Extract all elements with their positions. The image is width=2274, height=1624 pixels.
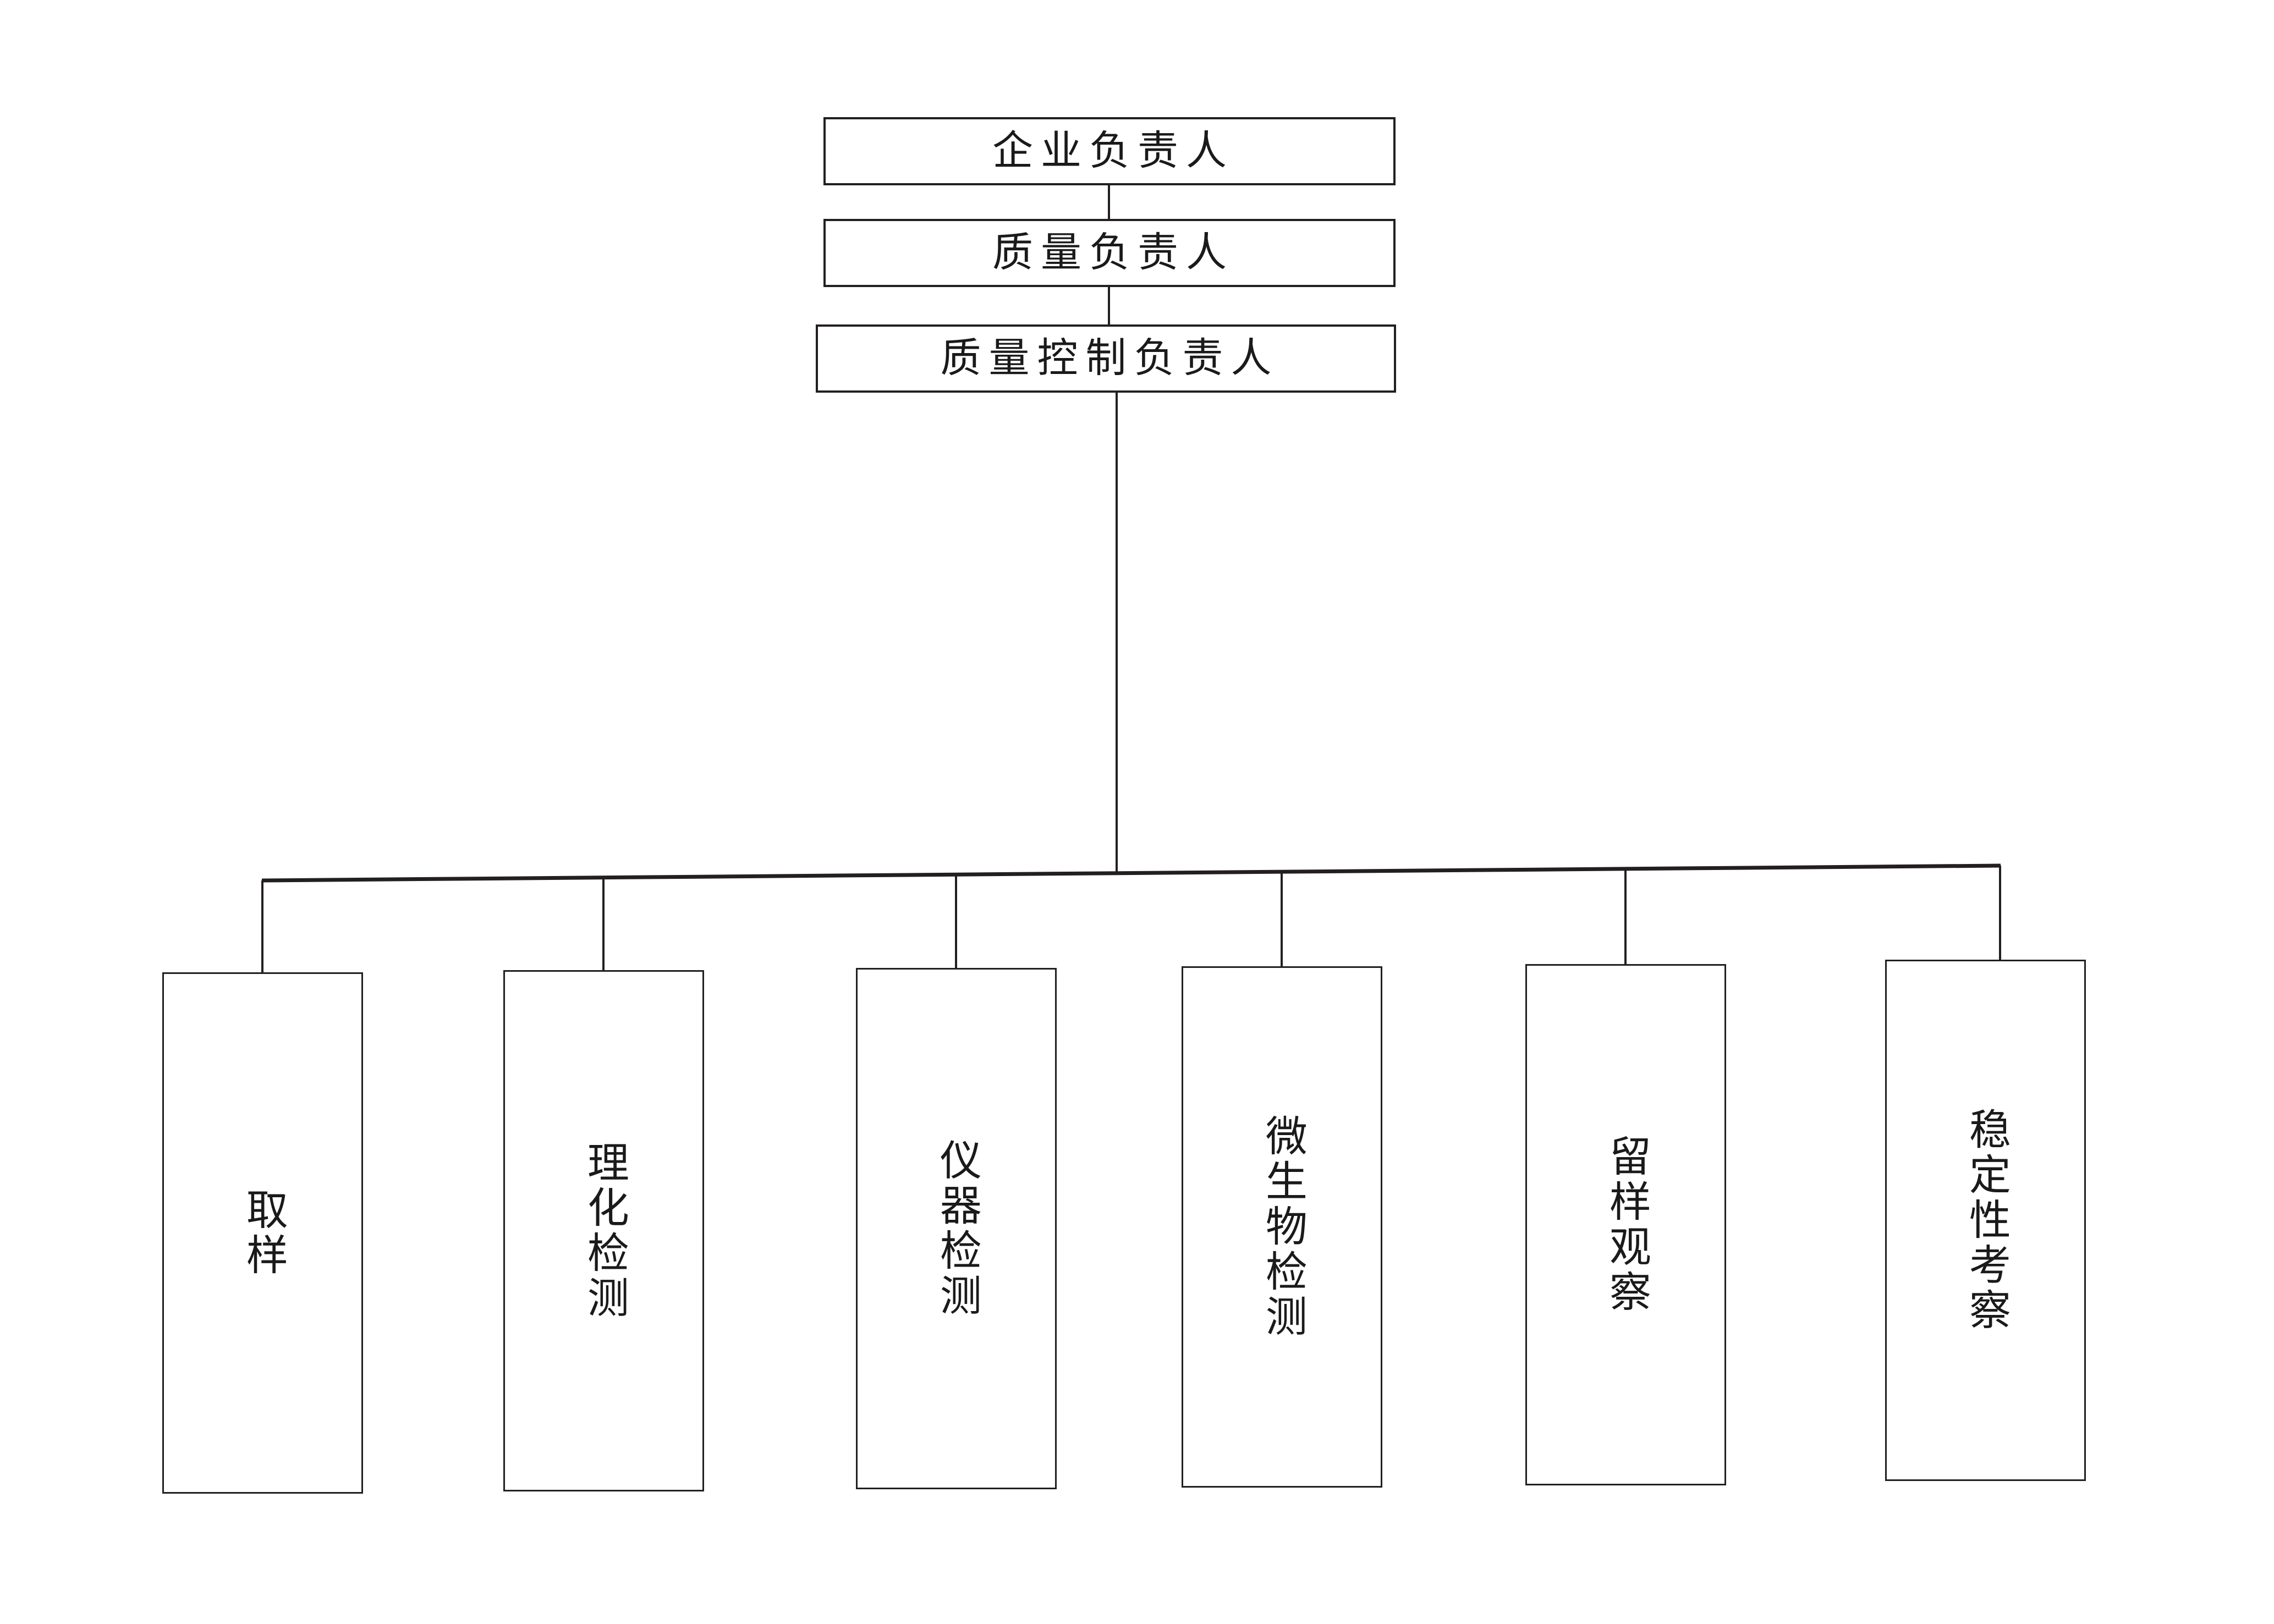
- node-label-retained-sample: 留样观察: [1602, 1135, 1649, 1315]
- node-label-microbio-test: 微生物检测: [1259, 1114, 1305, 1340]
- node-quality-leader[interactable]: 质量负责人: [823, 219, 1396, 287]
- node-label-stability-study: 稳定性考察: [1962, 1108, 2009, 1333]
- node-retained-sample[interactable]: 留样观察: [1525, 964, 1726, 1485]
- node-label-quality-leader: 质量负责人: [992, 230, 1234, 276]
- node-label-physchem-test: 理化检测: [580, 1141, 627, 1321]
- node-sampling[interactable]: 取样: [162, 972, 363, 1494]
- node-label-sampling: 取样: [239, 1188, 286, 1278]
- connector-bus-bar: [261, 863, 2001, 883]
- node-microbio-test[interactable]: 微生物检测: [1182, 966, 1382, 1488]
- node-label-instrument-test: 仪器检测: [933, 1138, 980, 1319]
- node-enterprise-leader[interactable]: 企业负责人: [823, 117, 1396, 185]
- node-instrument-test[interactable]: 仪器检测: [856, 968, 1057, 1489]
- node-label-quality-control-leader: 质量控制负责人: [940, 336, 1279, 381]
- node-label-enterprise-leader: 企业负责人: [992, 129, 1234, 174]
- node-stability-study[interactable]: 稳定性考察: [1885, 960, 2086, 1481]
- node-physchem-test[interactable]: 理化检测: [503, 970, 704, 1491]
- node-quality-control-leader[interactable]: 质量控制负责人: [816, 324, 1396, 393]
